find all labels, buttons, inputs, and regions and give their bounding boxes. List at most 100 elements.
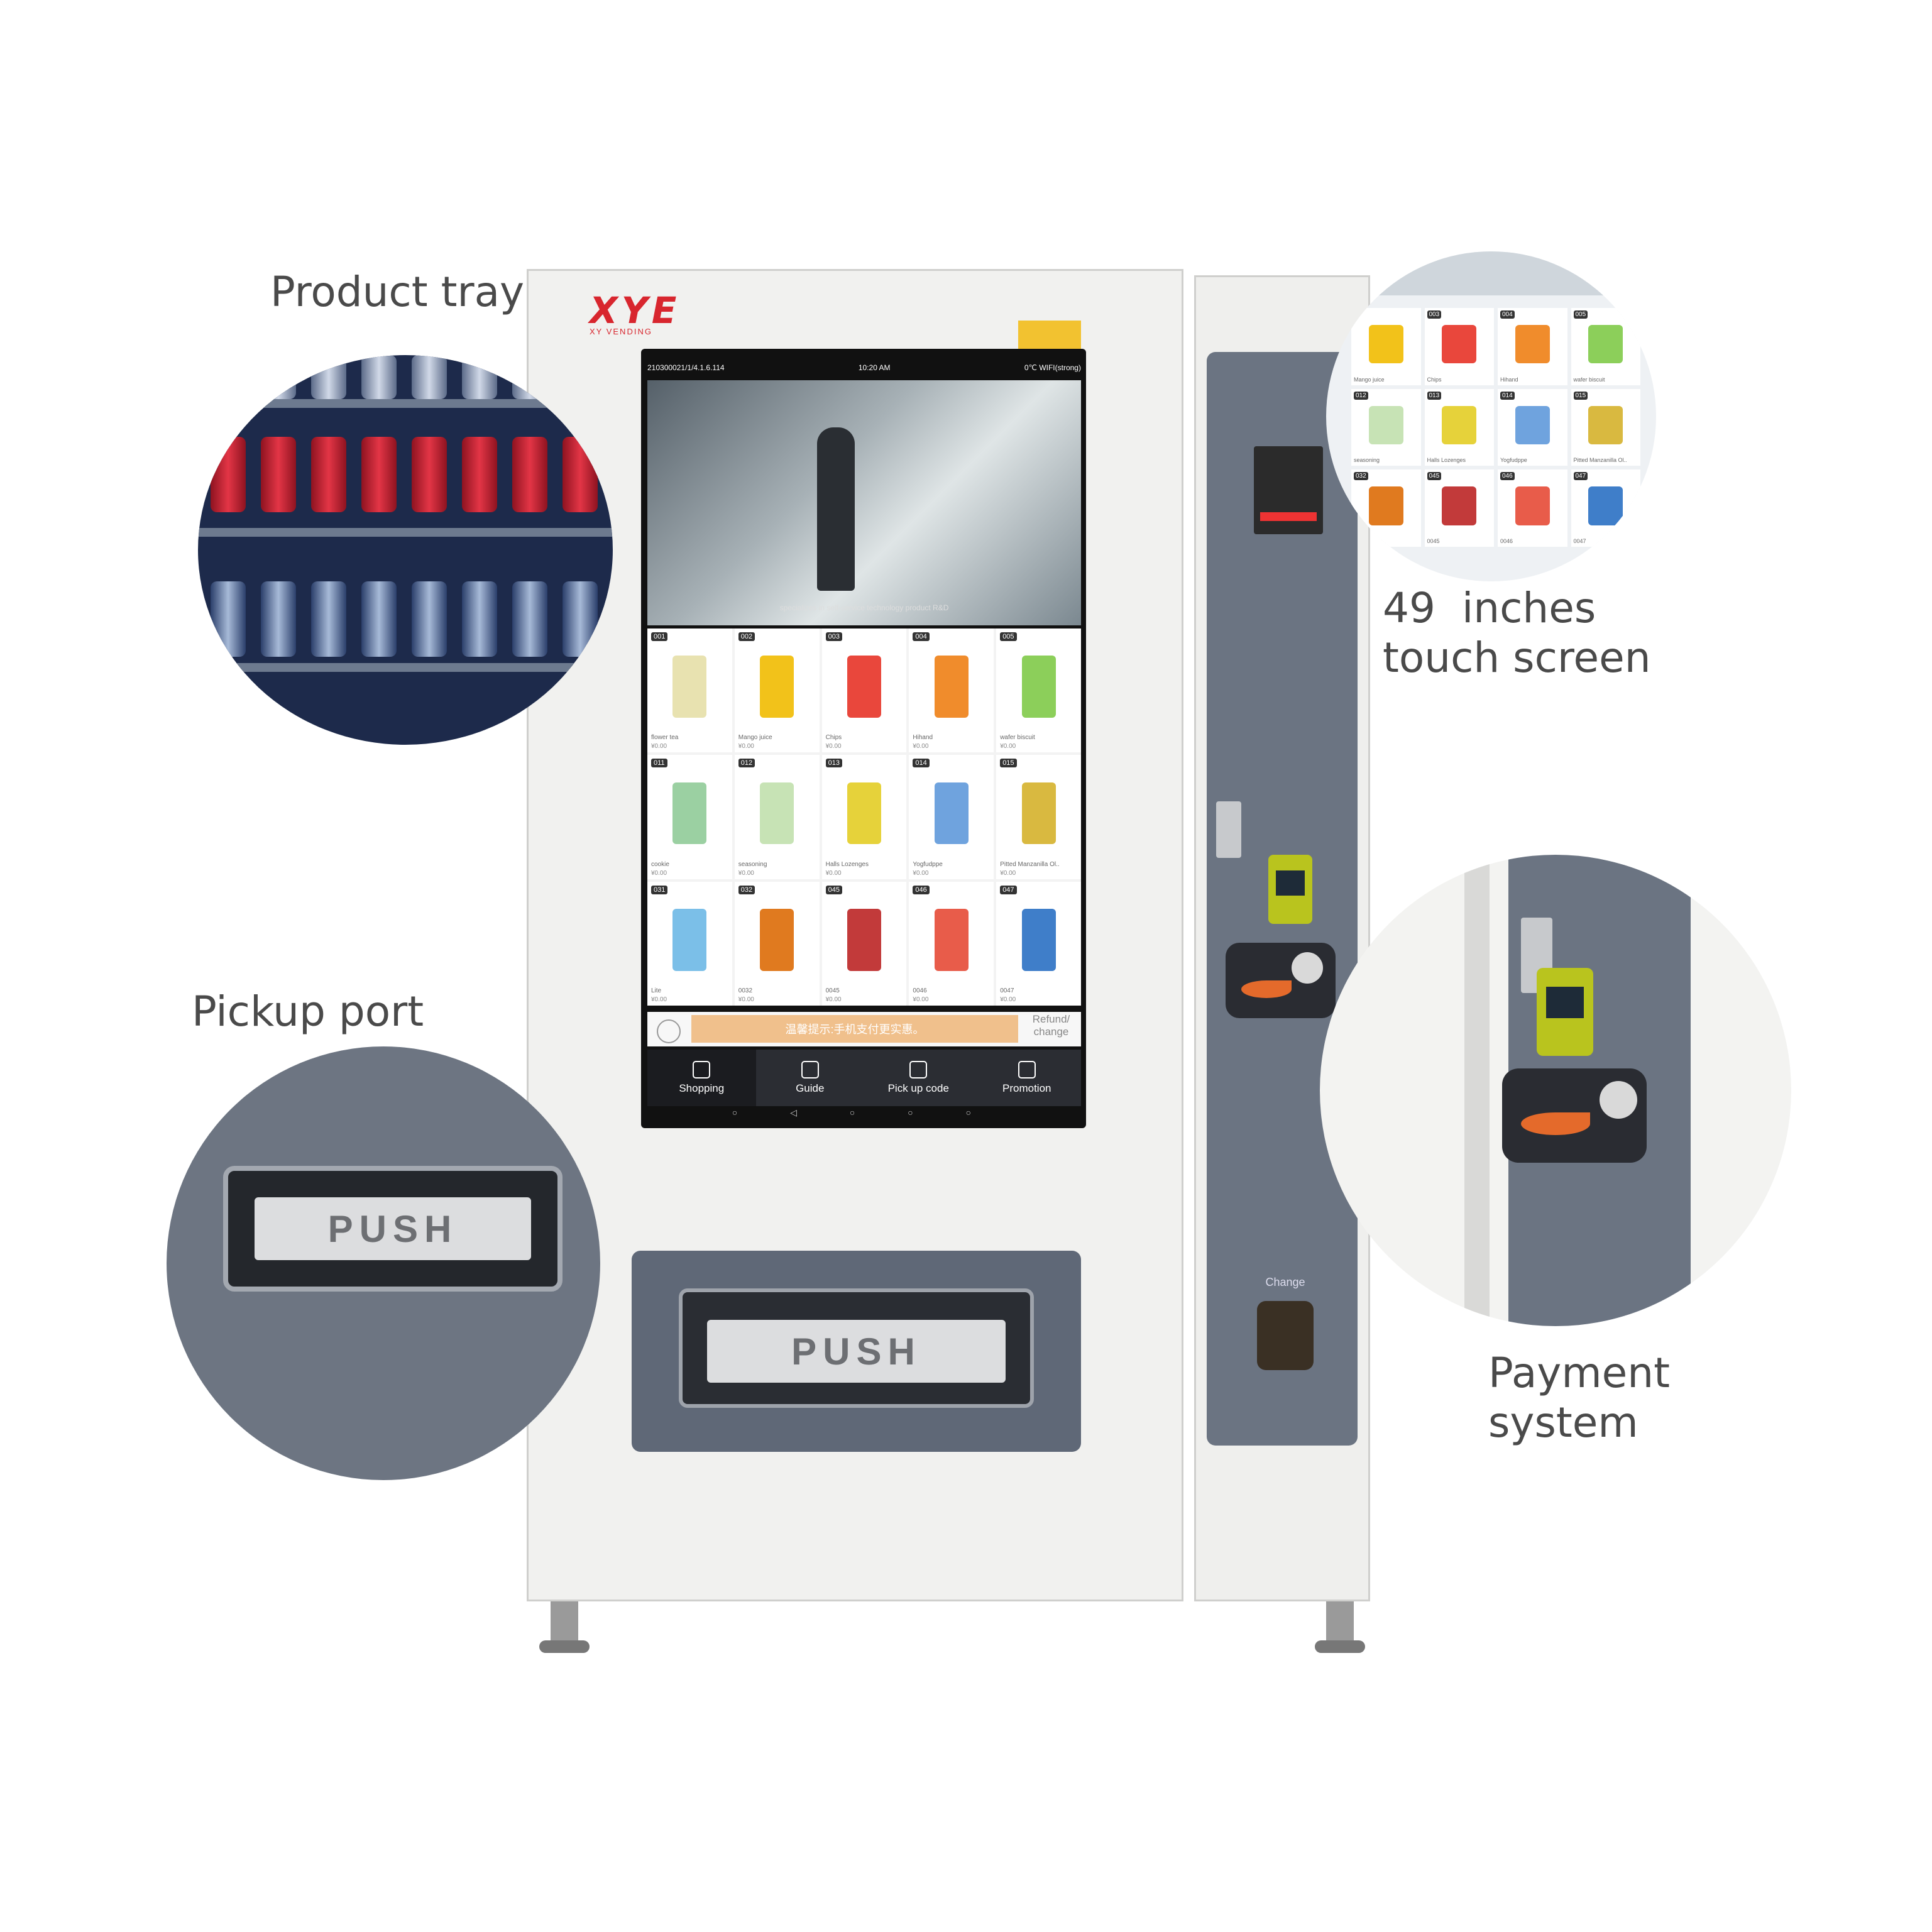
- bag-icon: [693, 1061, 711, 1079]
- zoom-product-name: Chips: [1427, 376, 1442, 383]
- product-name: Halls Lozenges: [825, 860, 869, 868]
- zoom-push-flap: PUSH: [255, 1197, 531, 1260]
- zoom-product-code: 015: [1573, 391, 1588, 400]
- product-image: [760, 656, 794, 718]
- blue-can: [462, 581, 497, 657]
- zoom-product-code: 005: [1573, 310, 1588, 319]
- qr-scanner: [1254, 446, 1323, 534]
- red-can: [211, 437, 246, 512]
- product-name: 0032: [738, 987, 753, 994]
- product-name: Chips: [825, 734, 842, 742]
- product-code: 032: [738, 885, 755, 894]
- phone-icon[interactable]: [657, 1019, 681, 1043]
- scanner-light: [1260, 512, 1317, 521]
- foot-base-right: [1315, 1640, 1365, 1653]
- coin-return-button[interactable]: [1292, 952, 1323, 984]
- zoom-product-name: 0045: [1427, 537, 1440, 544]
- product-image: [672, 656, 707, 718]
- product-name: 0046: [913, 987, 927, 994]
- card-reader-display: [1276, 870, 1305, 896]
- zoom-product-code: 046: [1500, 472, 1515, 481]
- product-name: wafer biscuit: [1000, 734, 1035, 742]
- leveling-foot-left: [551, 1601, 578, 1645]
- zoom-product-name: wafer biscuit: [1573, 376, 1605, 383]
- brand-logo: XYE XY VENDING: [590, 289, 680, 336]
- promo-video[interactable]: [647, 380, 1081, 625]
- red-can: [361, 437, 397, 512]
- status-bar: 210300021/1/4.1.6.114 10:20 AM 0℃ WIFI(s…: [647, 358, 1081, 377]
- product-name: Yogfudppe: [913, 860, 943, 868]
- product-code: 031: [651, 885, 668, 894]
- zoom-product-cell: 032: [1351, 469, 1421, 547]
- nav-pickup-code[interactable]: Pick up code: [864, 1050, 973, 1106]
- blue-can: [361, 581, 397, 657]
- payment-system-zoom: [1320, 855, 1791, 1326]
- product-name: Lite: [651, 987, 662, 994]
- product-price: ¥0.00: [913, 869, 929, 877]
- product-name: Pitted Manzanilla Ol..: [1000, 860, 1060, 868]
- callout-payment-system: Payment system: [1488, 1348, 1670, 1447]
- product-image: [760, 909, 794, 971]
- zoom-product-image: [1515, 486, 1550, 525]
- change-cup[interactable]: [1257, 1301, 1314, 1370]
- product-image: [847, 909, 881, 971]
- zoom-product-code: 003: [1427, 310, 1442, 319]
- nav-guide[interactable]: Guide: [756, 1050, 865, 1106]
- zoom-product-image: [1442, 405, 1477, 444]
- product-price: ¥0.00: [651, 996, 667, 1003]
- product-code: 002: [738, 632, 755, 641]
- product-image: [1021, 656, 1056, 718]
- callout-product-tray: Product tray: [270, 268, 525, 316]
- product-code: 012: [738, 759, 755, 768]
- refund-change-button[interactable]: Refund/ change: [1021, 1013, 1081, 1039]
- pickup-port-zoom: PUSH: [167, 1046, 600, 1480]
- product-image: [672, 909, 707, 971]
- coin-slot[interactable]: [1241, 980, 1292, 998]
- red-can: [512, 437, 547, 512]
- zoom-product-image: [1588, 405, 1623, 444]
- product-image: [1021, 782, 1056, 845]
- zoom-product-image: [1515, 405, 1550, 444]
- foot-base-left: [539, 1640, 590, 1653]
- zoom-card-display: [1546, 987, 1584, 1018]
- product-image: [760, 782, 794, 845]
- zoom-coin-slot: [1521, 1112, 1590, 1135]
- product-image: [672, 782, 707, 845]
- nav-shopping[interactable]: Shopping: [647, 1050, 756, 1106]
- zoom-coin-return: [1600, 1081, 1637, 1119]
- callout-pickup-port: Pickup port: [192, 987, 424, 1036]
- callout-payment-line2: system: [1488, 1398, 1638, 1447]
- logo-subtext: XY VENDING: [590, 327, 652, 336]
- product-code: 001: [651, 632, 668, 641]
- zoom-product-image: [1368, 324, 1403, 364]
- product-price: ¥0.00: [825, 996, 842, 1003]
- system-nav-bar[interactable]: ○ ◁ ○ ○ ○: [732, 1107, 997, 1117]
- nav-promotion[interactable]: Promotion: [973, 1050, 1082, 1106]
- push-flap[interactable]: PUSH: [707, 1320, 1006, 1383]
- zoom-product-image: [1368, 405, 1403, 444]
- bottle-can: [311, 355, 346, 399]
- bottom-nav: Shopping Guide Pick up code Promotion: [647, 1050, 1081, 1106]
- video-caption: specializes in self-service technology p…: [779, 603, 949, 612]
- gift-icon: [1018, 1061, 1036, 1079]
